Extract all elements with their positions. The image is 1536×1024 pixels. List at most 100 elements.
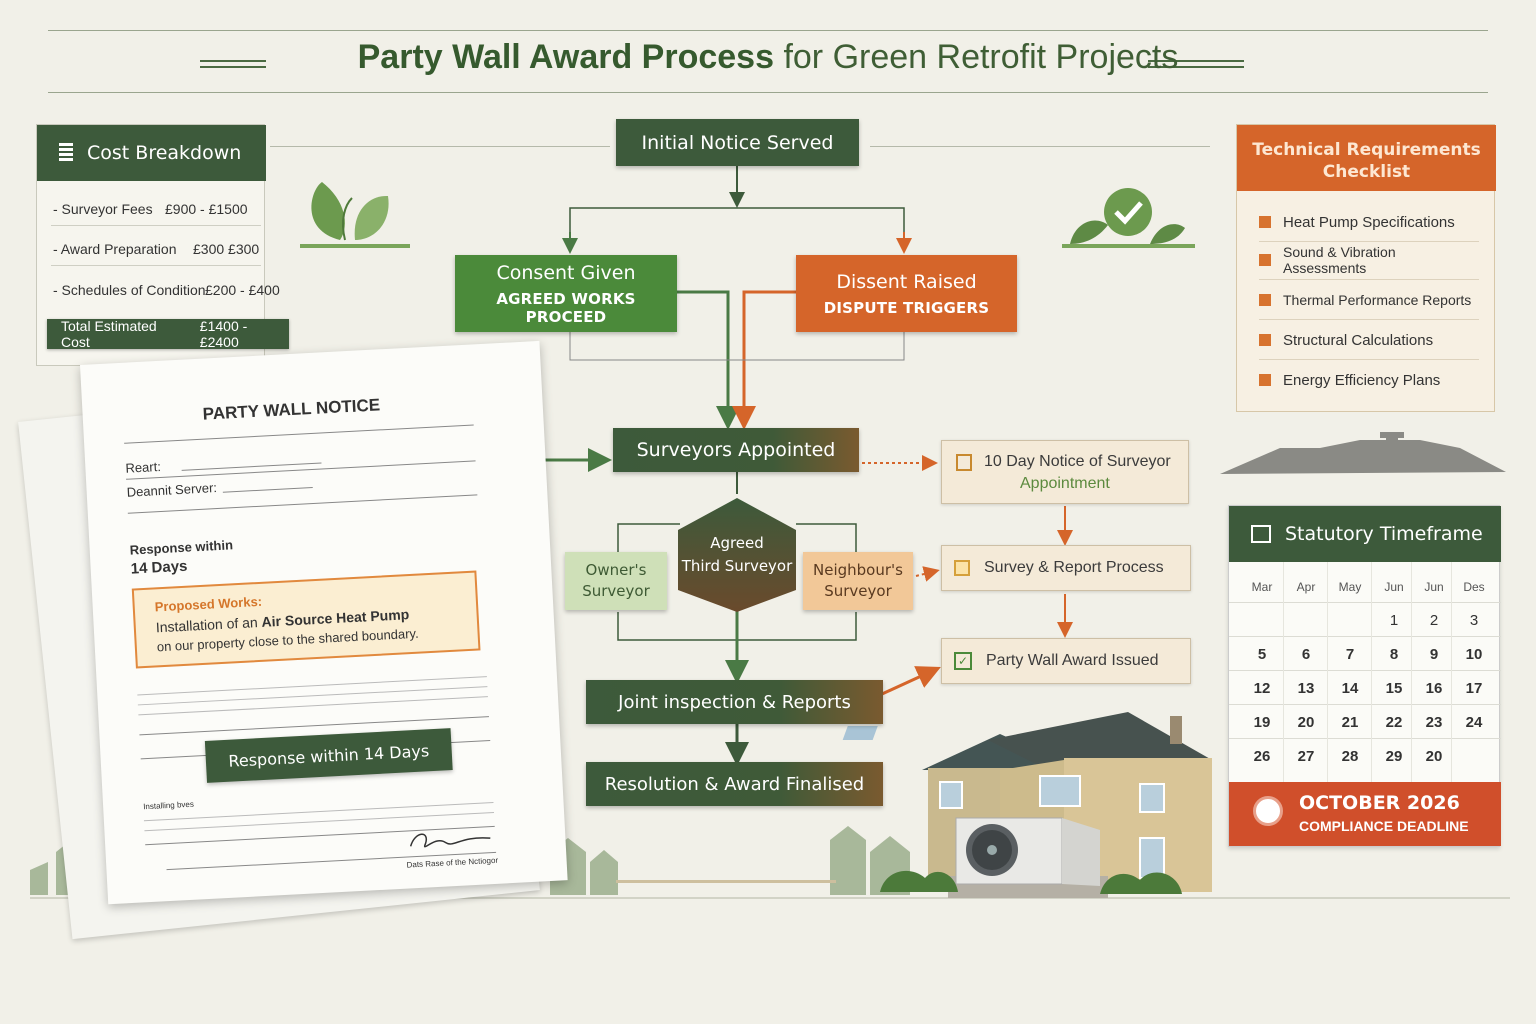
title-rest: for Green Retrofit Projects (774, 38, 1179, 76)
cost-row-label: - Surveyor Fees (53, 201, 153, 217)
proposed-label: Proposed Works: (154, 593, 263, 615)
roof-silhouette (1220, 432, 1506, 474)
tech-heading-1: Technical Requirements (1252, 140, 1481, 160)
notice-field-2: Deannit Server: (126, 480, 218, 500)
calendar-header: Statutory Timeframe (1229, 506, 1501, 562)
cost-row-label: - Schedules of Condition (53, 282, 206, 298)
neighbours-surveyor-label: Neighbour's Surveyor (813, 561, 903, 600)
cost-header: Cost Breakdown (37, 125, 266, 181)
neighbours-surveyor-node: Neighbour's Surveyor (803, 552, 913, 610)
cost-total: Total Estimated Cost £1400 - £2400 (47, 318, 289, 350)
dissent-node: Dissent Raised DISPUTE TRIGGERS (796, 255, 1017, 332)
dissent-title: Dissent Raised (836, 270, 977, 293)
bullet-square-icon (1259, 374, 1271, 386)
award-issued-node: ✓ Party Wall Award Issued (941, 638, 1191, 684)
resolution-node: Resolution & Award Finalised (586, 762, 883, 806)
checklist-item-label: Structural Calculations (1283, 331, 1434, 349)
calendar-month: Apr (1296, 580, 1316, 594)
response-button-label: Response within 14 Days (227, 740, 430, 771)
bullet-square-icon (1259, 216, 1271, 228)
calendar-day: 13 (1297, 680, 1315, 697)
calendar-day: 6 (1301, 646, 1311, 663)
title-bold: Party Wall Award Process (357, 38, 774, 76)
survey-report-node: Survey & Report Process (941, 545, 1191, 591)
checklist-item-label: Heat Pump Specifications (1283, 213, 1455, 231)
calendar-day: 24 (1465, 714, 1483, 731)
third-surveyor-label: Agreed Third Surveyor (681, 534, 793, 575)
cost-row: - Schedules of Condition £200 - £400 (53, 282, 280, 298)
calendar-day: 3 (1469, 612, 1479, 629)
bullet-square-icon (1259, 294, 1271, 306)
calendar-month: Jun (1424, 580, 1444, 594)
deadline-date: OCTOBER 2026 (1299, 792, 1460, 814)
signature-caption: Dats Rase of the Nctiogor (406, 855, 499, 870)
page-title: Party Wall Award Process for Green Retro… (0, 38, 1536, 77)
deadline-label: COMPLIANCE DEADLINE (1299, 818, 1469, 834)
calendar-month: Mar (1251, 580, 1273, 594)
checklist-item: Structural Calculations (1259, 321, 1479, 360)
calendar-day: 26 (1253, 748, 1271, 765)
response-button: Response within 14 Days (204, 728, 453, 783)
house-illustration (842, 712, 1212, 898)
consent-title: Consent Given (496, 261, 636, 284)
calendar-day: 14 (1341, 680, 1359, 697)
coin-stack-icon (59, 143, 73, 163)
calendar-month: Des (1463, 580, 1485, 594)
calendar-day: 1 (1389, 612, 1399, 629)
calendar-day: 28 (1341, 748, 1359, 765)
cost-total-label: Total Estimated Cost (61, 318, 157, 350)
ten-day-line2: Appointment (1020, 475, 1110, 492)
calendar-day: 7 (1345, 646, 1355, 663)
joint-inspection-node: Joint inspection & Reports (586, 680, 883, 724)
bullet-square-icon (1259, 334, 1271, 346)
tech-heading-2: Checklist (1322, 162, 1411, 182)
checked-box-icon: ✓ (954, 652, 972, 670)
award-issued-label: Party Wall Award Issued (986, 652, 1159, 669)
proposed-line1a: Installation of an (155, 613, 262, 636)
calendar-day: 27 (1297, 748, 1315, 765)
cost-row-value: £900 - £1500 (165, 201, 248, 217)
calendar-day: 2 (1429, 612, 1439, 629)
tech-header: Technical Requirements Checklist (1237, 125, 1496, 191)
survey-report-label: Survey & Report Process (984, 559, 1164, 576)
proposed-works-box: Proposed Works: Installation of an Air S… (131, 570, 481, 669)
notice-field-1: Reart: (125, 458, 162, 476)
ten-day-notice-node: 10 Day Notice of Surveyor Appointment (941, 440, 1189, 504)
owners-surveyor-label: Owner's Surveyor (582, 561, 650, 600)
notice-heading: PARTY WALL NOTICE (202, 395, 381, 424)
checklist-item: Heat Pump Specifications (1259, 203, 1479, 242)
calendar-day: 29 (1385, 748, 1403, 765)
calendar-day: 12 (1253, 680, 1271, 697)
owners-surveyor-node: Owner's Surveyor (565, 552, 667, 610)
calendar-day: 8 (1389, 646, 1399, 663)
calendar-heading: Statutory Timeframe (1285, 523, 1483, 545)
notepad-icon (956, 453, 972, 471)
calendar-day: 17 (1465, 680, 1483, 697)
calendar-month: Jun (1384, 580, 1404, 594)
signature (409, 833, 491, 848)
resolution-label: Resolution & Award Finalised (604, 773, 865, 795)
initial-notice-node: Initial Notice Served (616, 119, 859, 166)
technical-checklist-panel: Technical Requirements Checklist Heat Pu… (1236, 124, 1496, 412)
ten-day-line1: 10 Day Notice of Surveyor (984, 453, 1171, 470)
notice-response-2: 14 Days (130, 557, 188, 578)
cost-total-value: £1400 - £2400 (199, 318, 248, 350)
bullet-square-icon (1259, 254, 1271, 266)
notice-response-1: Response within (129, 537, 234, 558)
checklist-item: Sound & Vibration Assessments (1259, 241, 1479, 280)
checklist-item-label: Energy Efficiency Plans (1283, 371, 1441, 389)
cost-row: - Surveyor Fees £900 - £1500 (53, 201, 248, 217)
calendar-day: 20 (1297, 714, 1315, 731)
joint-inspection-label: Joint inspection & Reports (618, 691, 851, 713)
calendar-day: 20 (1425, 748, 1443, 765)
calendar-day: 16 (1425, 680, 1443, 697)
initial-notice-label: Initial Notice Served (641, 131, 834, 154)
cost-row: - Award Preparation £300 £300 (53, 241, 259, 257)
alarm-icon (1253, 796, 1283, 826)
checklist-item-label: Thermal Performance Reports (1283, 292, 1472, 308)
party-wall-notice-document: PARTY WALL NOTICE Reart: Deannit Server:… (80, 340, 568, 905)
consent-node: Consent Given AGREED WORKS PROCEED (455, 255, 677, 332)
